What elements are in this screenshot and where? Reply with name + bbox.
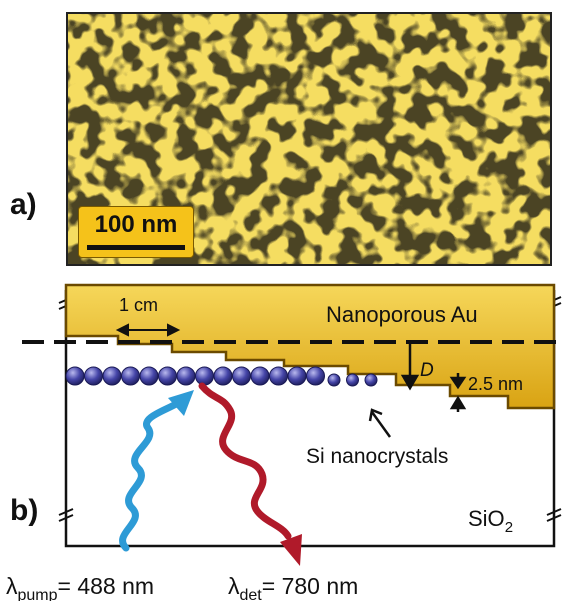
substrate-label: SiO2 [468,506,513,536]
si-nanocrystal [287,366,307,386]
nanocrystal-pointer [368,408,392,438]
pump-arrowhead [168,390,194,416]
si-nanocrystal [346,373,359,387]
nanocrystal-label: Si nanocrystals [306,445,448,468]
si-nanocrystal [213,366,233,386]
panel-a-label: a) [10,188,37,221]
length-scale-arrow [115,323,181,337]
si-nanocrystal [121,366,140,386]
si-nanocrystal-row [65,366,378,387]
si-nanocrystal [176,366,196,386]
scale-bar [87,245,185,250]
step-height-label: 2.5 nm [468,374,523,394]
si-nanocrystal [269,366,288,386]
si-nanocrystal [250,366,270,386]
pump-light-wave [119,400,180,552]
si-nanocrystal [65,366,85,386]
si-nanocrystal [84,366,103,386]
emission-arrowhead [280,534,302,566]
si-nanocrystal [306,366,325,386]
scale-bar-label: 100 nm [94,211,178,238]
emission-light-wave [198,382,292,540]
substrate-outline [64,290,556,548]
si-nanocrystal [195,366,214,386]
scale-bar-box: 100 nm [78,206,194,258]
si-nanocrystal [139,366,159,386]
si-nanocrystal [232,366,251,386]
distance-arrow [400,344,420,391]
pump-wavelength-label: λpump= 488 nm [6,573,154,601]
film-label: Nanoporous Au [326,302,478,327]
si-nanocrystal [364,373,378,387]
step-height-arrows [449,373,467,412]
length-scale-label: 1 cm [119,295,158,315]
si-nanocrystal [158,366,177,386]
distance-symbol: D [420,360,434,381]
si-nanocrystal [327,373,341,387]
si-nanocrystal [102,366,122,386]
detection-wavelength-label: λdet= 780 nm [228,573,358,601]
panel-b-label: b) [10,494,39,527]
